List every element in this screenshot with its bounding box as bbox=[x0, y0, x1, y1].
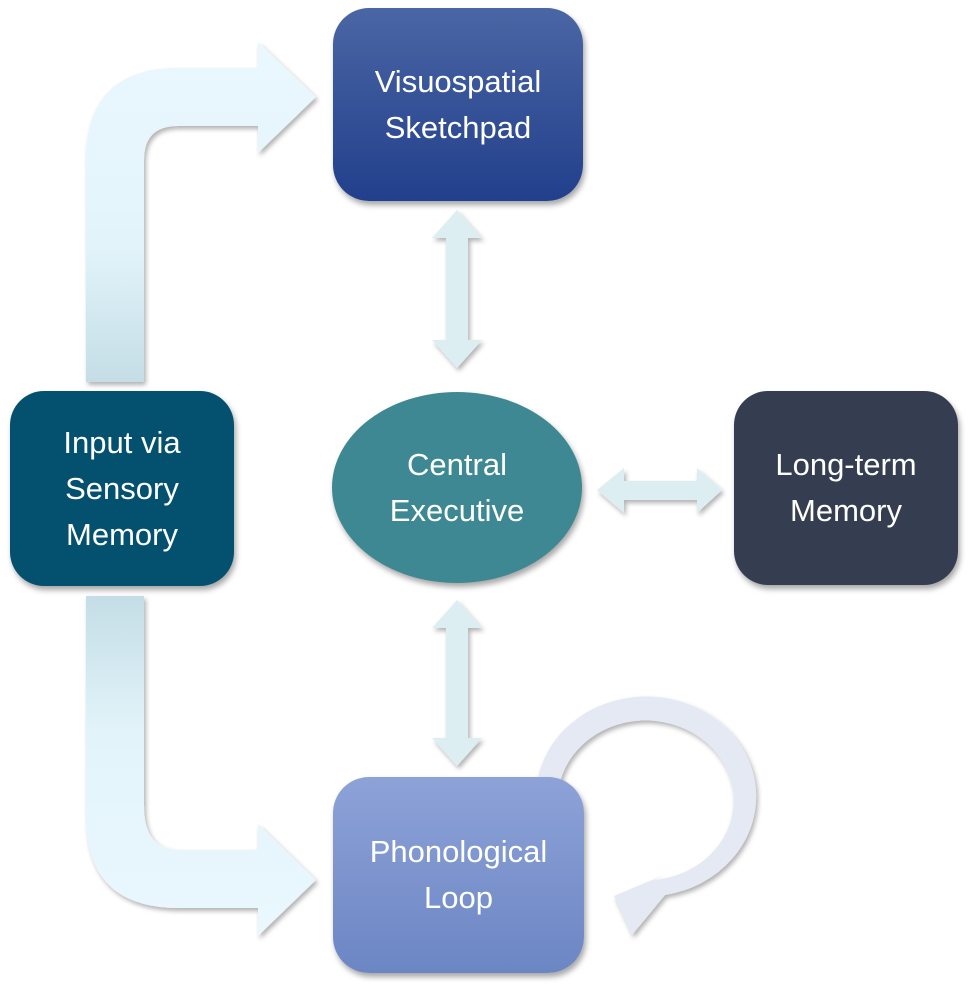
visuospatial-sketchpad-node: Visuospatial Sketchpad bbox=[333, 8, 583, 201]
double-arrow-central-longterm bbox=[597, 468, 722, 513]
bent-arrow-input-to-phonological bbox=[86, 596, 316, 936]
central-executive-label: Central Executive bbox=[389, 446, 525, 528]
sensory-input-node: Input via Sensory Memory bbox=[10, 391, 234, 586]
double-arrow-central-phonological bbox=[432, 600, 482, 766]
central-executive-node: Central Executive bbox=[332, 392, 582, 583]
phonological-loop-node: Phonological Loop bbox=[333, 777, 584, 973]
loop-arrow-phonological bbox=[538, 696, 757, 935]
long-term-memory-label: Long-term Memory bbox=[775, 447, 917, 528]
phonological-loop-label: Phonological Loop bbox=[369, 834, 548, 915]
bent-arrow-input-to-visuospatial bbox=[86, 42, 316, 382]
visuospatial-sketchpad-label: Visuospatial Sketchpad bbox=[374, 63, 542, 145]
sensory-input-label: Input via Sensory Memory bbox=[63, 424, 181, 552]
long-term-memory-node: Long-term Memory bbox=[734, 391, 958, 585]
double-arrow-visuospatial-central bbox=[432, 210, 482, 368]
